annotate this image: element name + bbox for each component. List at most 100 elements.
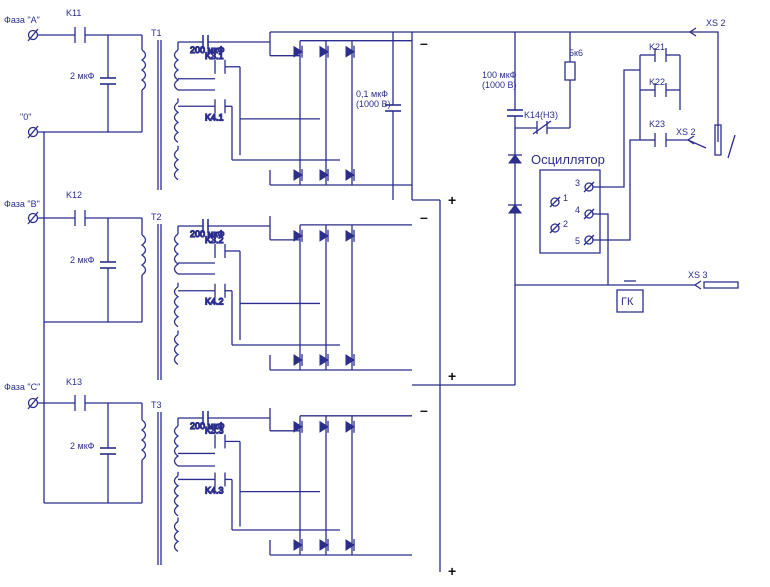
xs3-plug [704, 282, 738, 288]
k12-contact [75, 210, 85, 226]
osc-cap [507, 110, 523, 116]
rectifier-diode-bottom-2-2 [320, 354, 328, 366]
phase-b-label: Фаза "В" [4, 199, 40, 209]
t3-label: T3 [151, 400, 162, 410]
k21-label: K21 [649, 42, 665, 52]
transformers: T1 T2 T3 [151, 28, 162, 565]
k3-label-3: K3.3 [205, 425, 224, 435]
k4-contact-1 [215, 99, 225, 113]
k12-label: K12 [66, 190, 82, 200]
series-cap-label-3: 200 мкФ [190, 421, 225, 431]
gk-box [617, 290, 643, 312]
k3-label-1: K3.1 [205, 51, 224, 61]
series-cap-label-1: 200 мкФ [190, 45, 225, 55]
rectifier-diode-bottom-1-2 [320, 169, 328, 181]
zero-terminal [28, 126, 38, 138]
oscillator-box [540, 170, 600, 253]
xs2-label-bottom: XS 2 [676, 127, 696, 137]
zero-label: "0" [20, 112, 31, 122]
rectifier-diode-top-2-1 [294, 230, 302, 242]
secondary-coil-a-3 [175, 426, 179, 466]
xs3-label: XS 3 [688, 270, 708, 280]
osc-cap-label-1: 100 мкФ [482, 70, 517, 80]
k4-contact-2 [215, 284, 225, 298]
phase-c-terminal [28, 397, 38, 409]
t1-label: T1 [151, 28, 162, 38]
rectifier-diode-top-2-3 [346, 230, 354, 242]
cap-a-2uf [100, 78, 116, 84]
k23-contact [655, 133, 666, 147]
k11-contact [75, 27, 85, 43]
xs2-plug [715, 125, 721, 155]
secondary-coil-c-3 [175, 521, 179, 551]
series-cap-label-2: 200 мкФ [190, 229, 225, 239]
cap-c-label: 2 мкФ [70, 441, 95, 451]
gk-label: ГК [621, 296, 634, 308]
input-section: Фаза "А" K11 2 мкФ "0" Фаза "В" K12 [4, 8, 146, 503]
resistor-5k6 [565, 62, 575, 80]
rectifier-diode-top-1-3 [346, 46, 354, 58]
k3-label-2: K3.2 [205, 235, 224, 245]
rectifier-diode-top-1-1 [294, 46, 302, 58]
osc-pin-5: 5 [575, 235, 594, 246]
resistor-label: 5к6 [569, 48, 583, 58]
rectifier-diode-bottom-2-1 [294, 354, 302, 366]
osc-diode-1 [508, 155, 522, 163]
rectifier-diode-top-1-2 [320, 46, 328, 58]
cap-a-label: 2 мкФ [70, 71, 95, 81]
svg-text:1: 1 [563, 193, 568, 203]
rectifier-diode-top-3-3 [346, 421, 354, 433]
k3-contact-2 [215, 244, 225, 258]
secondary-coil-b-3 [175, 476, 179, 516]
minus-sign-3: – [420, 402, 428, 418]
k23-label: K23 [649, 119, 665, 129]
oscillator-title: Осциллятор [531, 152, 605, 167]
secondary-coil-b-1 [175, 102, 179, 142]
secondary-coil-a-1 [175, 50, 179, 90]
svg-text:3: 3 [575, 178, 580, 188]
k4-label-3: K4.3 [205, 485, 224, 495]
k3-contact-3 [215, 434, 225, 448]
rectifier-diode-top-2-2 [320, 230, 328, 242]
k4-label-2: K4.2 [205, 297, 224, 307]
osc-pin-2: 2 [550, 219, 568, 233]
rectifier-diode-bottom-3-1 [294, 539, 302, 551]
t2-primary-coil [142, 235, 146, 275]
plus-sign-2: + [448, 368, 456, 384]
xs2-switch-lever [728, 135, 735, 158]
k11-label: K11 [66, 8, 81, 18]
oscillator-section: 100 мкФ (1000 В) 5к6 K14(НЗ) Осциллятор … [482, 18, 738, 385]
k13-label: K13 [66, 377, 82, 387]
minus-sign-2: – [420, 209, 428, 225]
t3-primary-coil [142, 420, 146, 460]
cap-b-label: 2 мкФ [70, 255, 95, 265]
osc-diode-2 [508, 205, 522, 213]
rectifier-diode-bottom-1-1 [294, 169, 302, 181]
rectifier-diode-top-3-2 [320, 421, 328, 433]
osc-pin-4: 4 [575, 205, 594, 219]
k3-contact-1 [215, 60, 225, 74]
phase-b-terminal [28, 212, 38, 224]
cap-b-2uf [100, 262, 116, 268]
plus-sign-3: + [448, 563, 456, 579]
secondary-coil-b-2 [175, 287, 179, 327]
svg-text:2: 2 [563, 219, 568, 229]
osc-cap-label-2: (1000 В) [482, 80, 517, 90]
k13-contact [75, 395, 85, 411]
svg-text:4: 4 [575, 205, 580, 215]
secondary-coil-c-2 [175, 334, 179, 364]
rectifier-diode-bottom-3-2 [320, 539, 328, 551]
osc-pin-3: 3 [575, 178, 594, 192]
filter-cap-label-2: (1000 В) [356, 99, 391, 109]
secondary-coil-c-1 [175, 150, 179, 180]
rectifier-diode-bottom-3-3 [346, 539, 354, 551]
t2-label: T2 [151, 212, 162, 222]
phase-a-terminal [28, 29, 38, 41]
plus-sign-1: + [448, 192, 456, 208]
xs2-label-top: XS 2 [706, 18, 726, 28]
